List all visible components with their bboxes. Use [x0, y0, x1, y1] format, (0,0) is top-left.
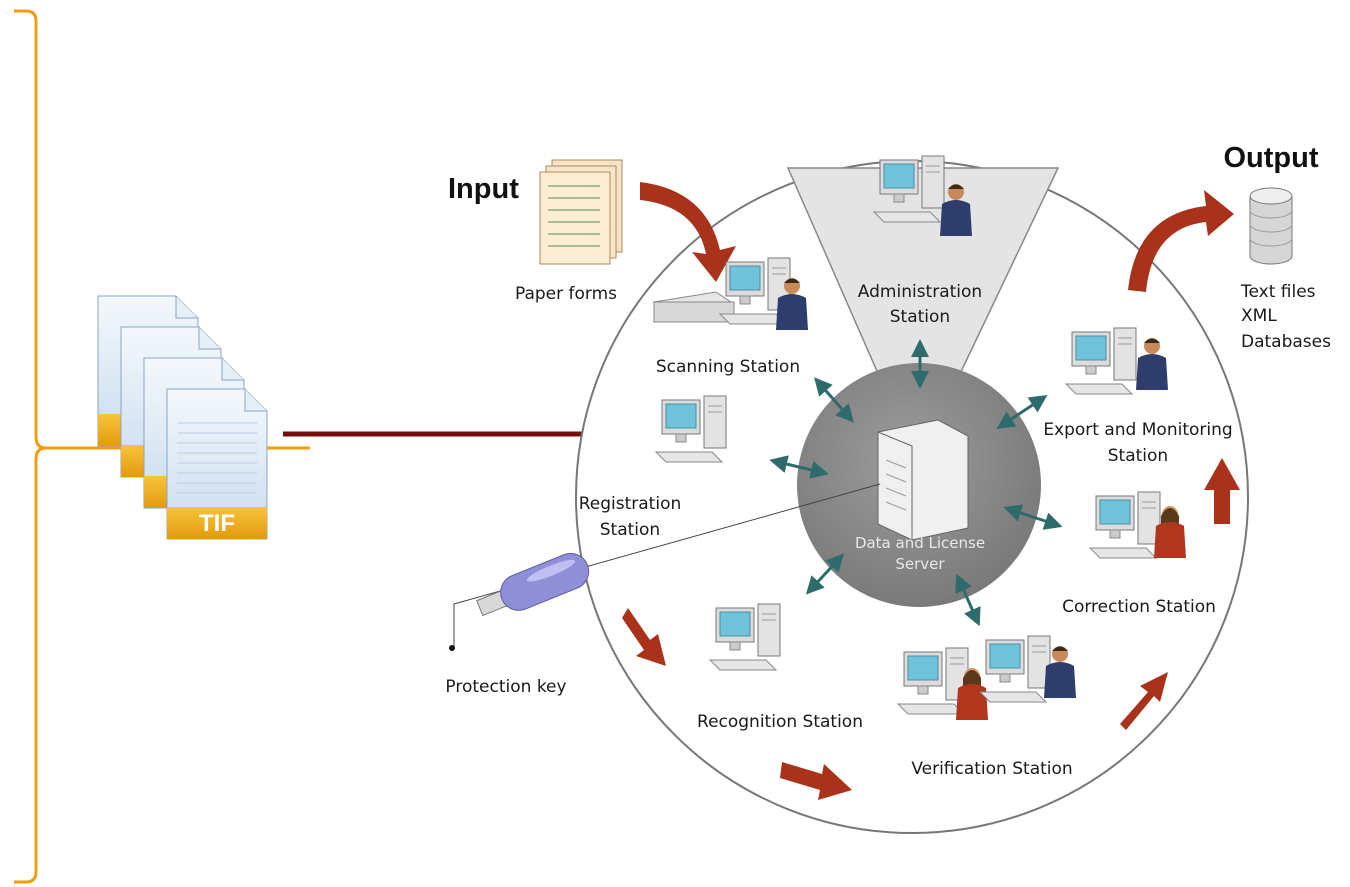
- verification-flow-arrow: [1120, 672, 1168, 730]
- database-icon: [1249, 187, 1293, 265]
- recognition-station-label: Recognition Station: [697, 712, 863, 732]
- administration-label-line2: Station: [890, 307, 950, 327]
- tif-badge-label: TIF: [199, 510, 235, 537]
- orange-bracket: [14, 9, 310, 884]
- paper-forms-label: Paper forms: [515, 284, 617, 304]
- link-arrows: [769, 339, 1063, 627]
- tif-files-icon: TIF: [97, 295, 268, 540]
- scanning-station-label: Scanning Station: [656, 357, 800, 377]
- output-flow-arrow: [1128, 190, 1234, 292]
- registration-flow-arrow: [622, 608, 666, 666]
- output-title: Output: [1223, 142, 1318, 174]
- verification-station-label: Verification Station: [911, 759, 1072, 779]
- server-label-line1: Data and License: [855, 534, 985, 552]
- protection-key-label: Protection key: [445, 677, 566, 697]
- flow-arrows: [622, 182, 1240, 800]
- export-label-line1: Export and Monitoring: [1043, 420, 1232, 440]
- recognition-flow-arrow: [780, 762, 852, 800]
- paper-forms-icon: [539, 159, 623, 265]
- output-line-3: Databases: [1241, 332, 1331, 352]
- registration-label-line1: Registration: [579, 494, 682, 514]
- input-flow-arrow: [640, 182, 736, 282]
- server-tower-icon: [877, 419, 969, 541]
- server-label-line2: Server: [895, 555, 945, 573]
- protection-key-icon: [449, 483, 881, 651]
- export-label-line2: Station: [1108, 446, 1168, 466]
- registration-label-line2: Station: [600, 520, 660, 540]
- scanning-workstation-icon: [652, 257, 808, 330]
- correction-station-label: Correction Station: [1062, 597, 1216, 617]
- output-line-2: XML: [1241, 306, 1277, 326]
- input-title: Input: [448, 173, 519, 205]
- administration-label-line1: Administration: [858, 282, 982, 302]
- output-line-1: Text files: [1240, 282, 1316, 302]
- correction-flow-arrow: [1204, 458, 1240, 524]
